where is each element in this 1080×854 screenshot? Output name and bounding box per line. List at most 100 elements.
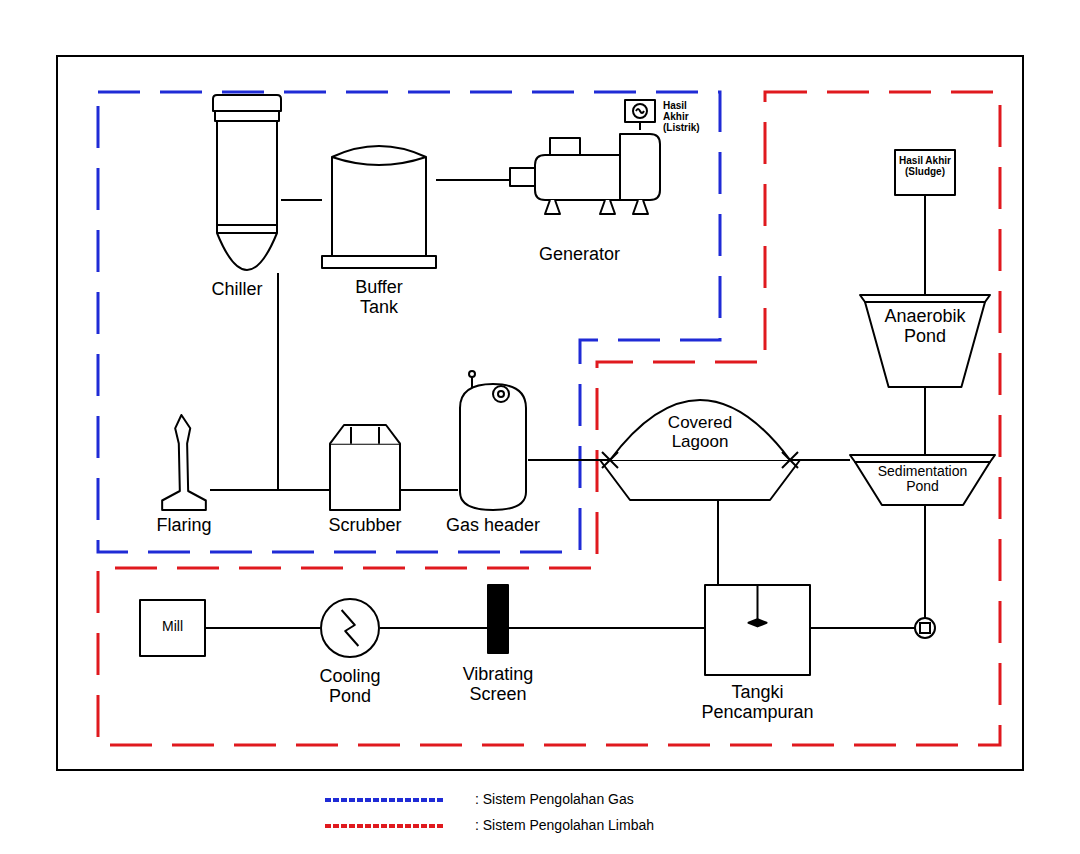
pond-rim [850, 455, 995, 462]
pipe-connector [639, 122, 641, 130]
equipment-label: Flaring [139, 516, 229, 536]
mixer-shaft [757, 585, 759, 623]
scrubber-line [351, 427, 379, 444]
heat-exchange-symbol [342, 610, 359, 646]
node-shape [488, 585, 508, 653]
equipment-label: Cooling Pond [305, 667, 395, 707]
pond-basin [855, 462, 990, 505]
legend-line-sample [325, 798, 445, 802]
equipment-label: Tangki Pencampuran [693, 683, 823, 723]
flare-stack: Flaring [158, 415, 210, 510]
pipe-connector [800, 459, 850, 461]
pipe-connector [436, 179, 510, 181]
node-label: Sedimentation Pond [863, 464, 983, 495]
sludge-output: Hasil Akhir (Sludge) [895, 150, 955, 195]
node-shape [510, 130, 665, 220]
node-label: Mill [140, 619, 205, 634]
box-outline [895, 150, 955, 195]
node-shape [458, 370, 528, 510]
pipe-connector [508, 627, 705, 629]
tank-line [332, 157, 426, 165]
cooling-pond-circle [321, 599, 379, 657]
equipment-label: Hasil Akhir (Listrik) [663, 100, 709, 133]
mixer-blade [749, 619, 767, 626]
flare-stack-shape [162, 415, 206, 510]
node-label: Covered Lagoon [645, 414, 755, 451]
equipment-label: Buffer Tank [334, 278, 424, 318]
generator-end [620, 134, 660, 200]
waste-system-region [98, 92, 1000, 745]
scrubber-body [330, 444, 400, 510]
cover-anchor [602, 452, 798, 468]
node-shape [625, 100, 655, 122]
lagoon-basin [600, 460, 800, 500]
node-shape [158, 415, 210, 510]
box-outline [140, 600, 205, 656]
pipe-connector [278, 273, 330, 490]
pond-basin [865, 302, 985, 387]
pipe-connector [924, 195, 926, 295]
pipe-connector [717, 500, 719, 585]
output-icon [633, 104, 647, 118]
node-shape [320, 598, 380, 658]
pipe-connector [205, 627, 320, 629]
screen-body [488, 585, 508, 653]
covered-lagoon: Covered Lagoon [600, 400, 800, 500]
tank-base [322, 256, 436, 268]
pump-symbol [920, 623, 930, 633]
output-icon [636, 109, 644, 113]
chiller-unit: Chiller [213, 95, 281, 273]
pipe-connector [528, 459, 600, 461]
legend-text: : Sistem Pengolahan Gas [475, 791, 634, 807]
legend-text: : Sistem Pengolahan Limbah [475, 817, 654, 833]
node-shape [213, 95, 281, 273]
vessel-body [460, 384, 526, 510]
legend-line-sample [325, 824, 445, 828]
vibrating-screen: Vibrating Screen [488, 585, 508, 653]
lagoon-cover [610, 400, 790, 460]
equipment-label: Gas header [438, 516, 548, 536]
chiller-line [217, 225, 277, 233]
cooling-pond: Cooling Pond [320, 598, 380, 658]
pipe-connector [281, 199, 322, 201]
generator-feet [545, 200, 648, 214]
pump-symbol [915, 618, 935, 638]
pipe-connector [380, 627, 488, 629]
pipe-connector [210, 489, 330, 491]
equipment-label: Scrubber [315, 516, 415, 536]
mill-box: Mill [140, 600, 205, 656]
buffer-tank: Buffer Tank [322, 135, 436, 270]
generator-unit: Generator [510, 130, 665, 220]
scrubber-roof [330, 425, 400, 444]
generator-shaft [510, 168, 535, 186]
chiller-cap [213, 95, 281, 111]
output-icon [625, 100, 655, 122]
node-label: Anaerobik Pond [870, 307, 980, 347]
tank-body [332, 146, 426, 256]
equipment-label: Generator [520, 245, 640, 265]
scrubber-unit: Scrubber [330, 425, 400, 510]
pipe-connector [924, 387, 926, 455]
vessel-port [493, 386, 509, 402]
equipment-label: Chiller [197, 280, 277, 300]
vessel-port [498, 391, 504, 397]
node-shape [705, 585, 810, 675]
gas-header: Gas header [458, 370, 528, 510]
equipment-label: Vibrating Screen [448, 665, 548, 705]
pipe-connector [400, 489, 458, 491]
pipe-connector [810, 505, 925, 628]
chiller-body [217, 121, 277, 270]
chiller-band [215, 111, 279, 121]
node-shape [330, 425, 400, 510]
anaerobic-pond: Anaerobik Pond [860, 295, 990, 387]
node-shape [322, 135, 436, 270]
outer-frame [57, 56, 1023, 770]
tank-outline [705, 585, 810, 675]
node-label: Hasil Akhir (Sludge) [895, 155, 955, 177]
valve-knob [469, 371, 475, 377]
electricity-output: Hasil Akhir (Listrik) [625, 100, 655, 122]
